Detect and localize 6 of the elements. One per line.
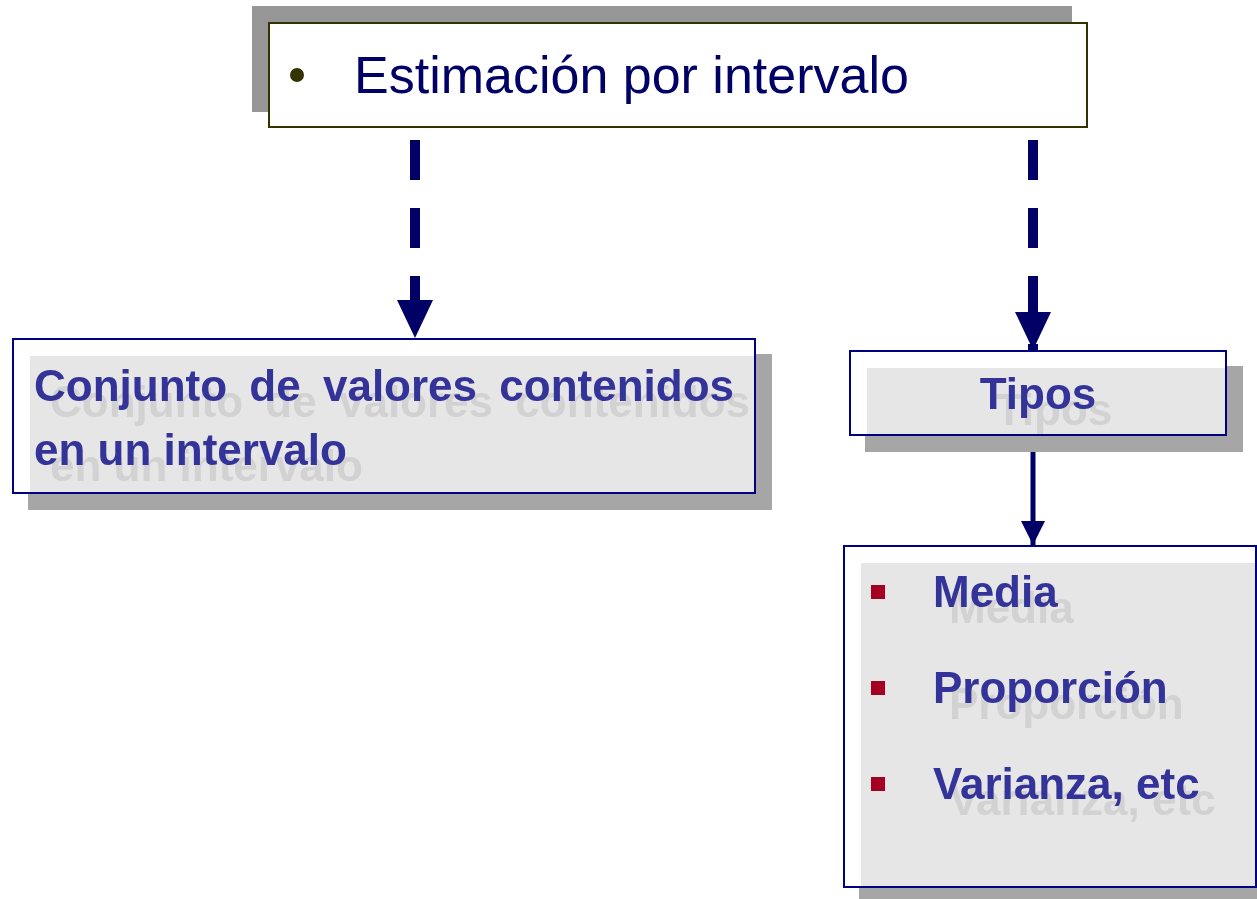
list-item: Varianza, etc [933, 758, 1201, 810]
heading: Tipos [978, 368, 1098, 420]
list-item: Media [933, 566, 1059, 618]
list-item: Proporción [933, 662, 1169, 714]
description: Conjunto de valores contenidos en un intervalo [34, 360, 734, 476]
heading: Estimación por intervalo [354, 45, 909, 105]
